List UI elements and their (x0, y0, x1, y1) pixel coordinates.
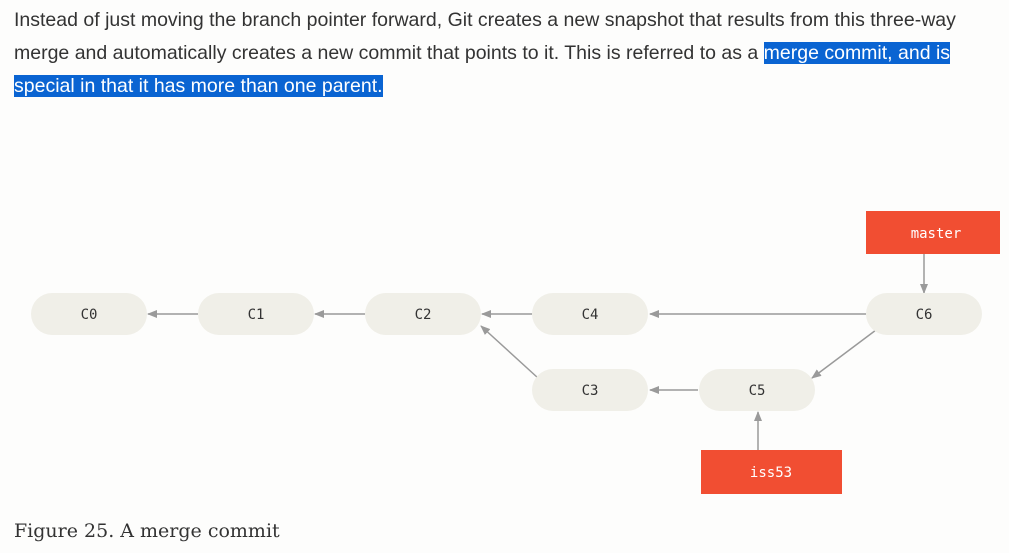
arrow-c6-to-c5 (811, 329, 877, 379)
commit-label: C6 (916, 307, 933, 323)
branch-label-text: master (911, 226, 962, 242)
commit-c6: C6 (866, 293, 982, 335)
commit-c5: C5 (699, 369, 815, 411)
commit-arrows (147, 254, 928, 450)
commit-c0: C0 (31, 293, 147, 335)
commit-c3: C3 (532, 369, 648, 411)
commit-label: C1 (248, 307, 265, 323)
arrow-c3-to-c2 (480, 325, 539, 379)
body-paragraph: Instead of just moving the branch pointe… (14, 4, 999, 103)
commit-label: C5 (749, 383, 766, 399)
commit-label: C0 (81, 307, 98, 323)
figure-caption: Figure 25. A merge commit (14, 520, 280, 542)
commit-c4: C4 (532, 293, 648, 335)
commit-label: C2 (415, 307, 432, 323)
branch-label-text: iss53 (750, 465, 792, 481)
commit-c2: C2 (365, 293, 481, 335)
branch-label-master: master (866, 211, 1000, 254)
commit-label: C3 (582, 383, 599, 399)
branch-label-iss53: iss53 (701, 450, 842, 494)
commit-label: C4 (582, 307, 599, 323)
commit-c1: C1 (198, 293, 314, 335)
paragraph-text: Instead of just moving the branch pointe… (14, 9, 956, 64)
